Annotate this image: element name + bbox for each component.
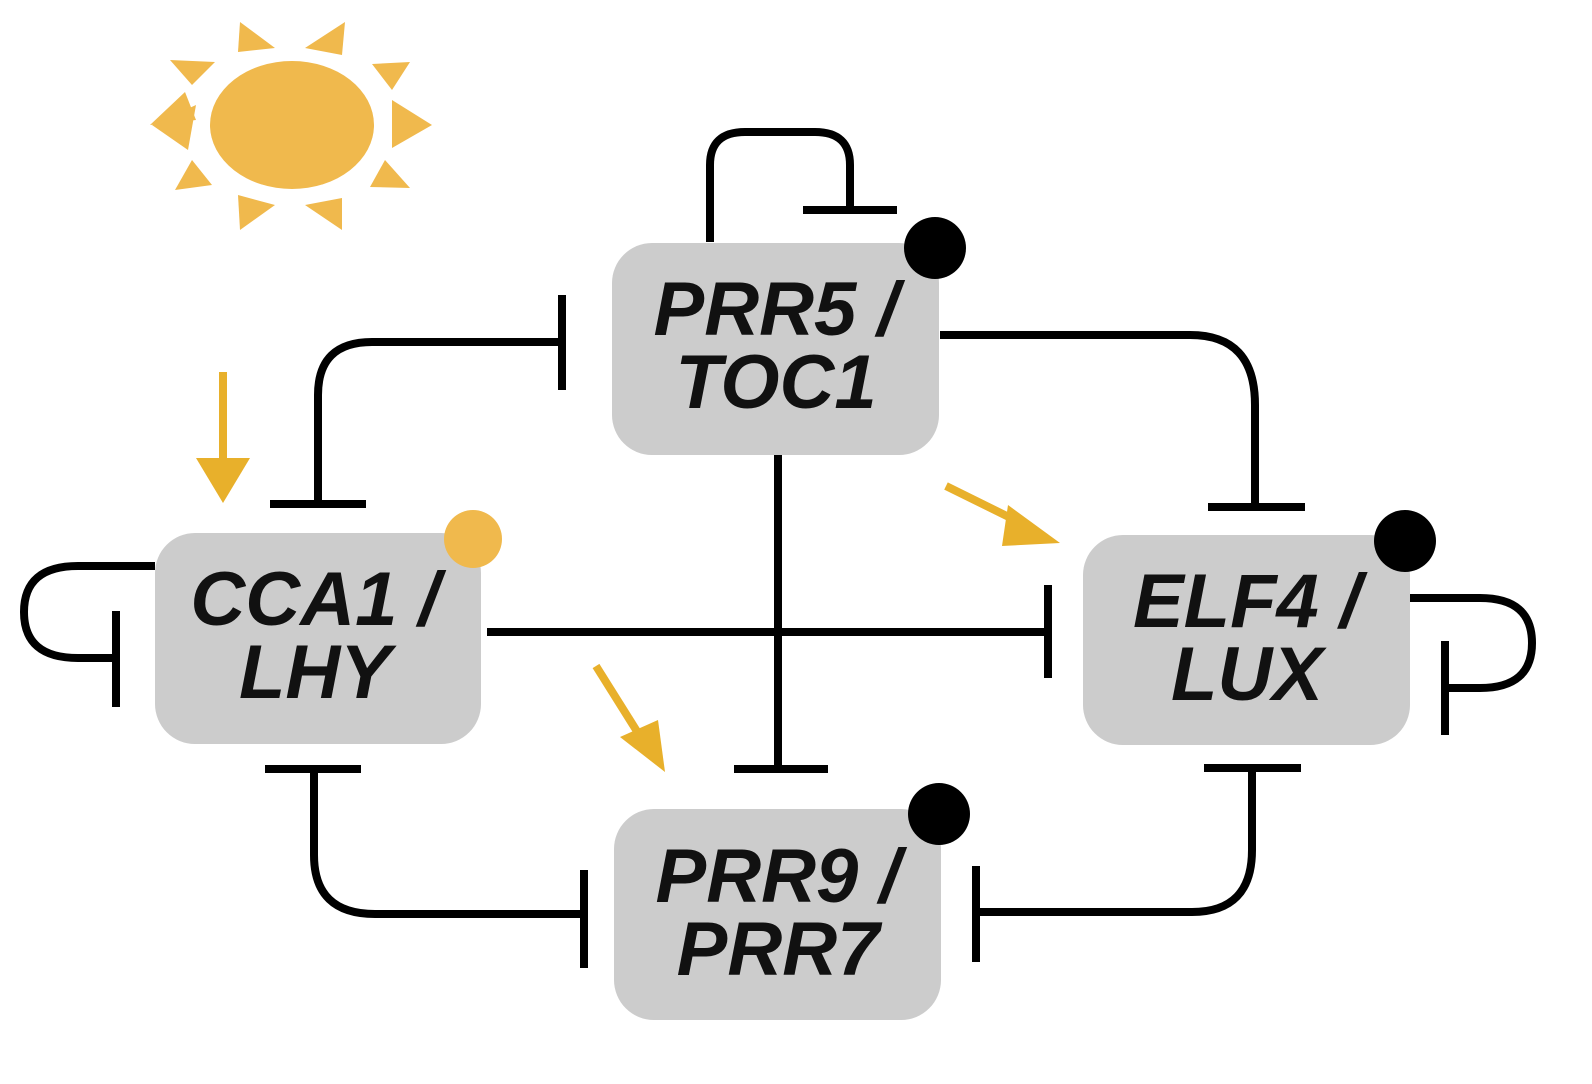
node-label-line1: PRR5 / [654,267,906,352]
node-prr5-toc1: PRR5 / TOC1 [612,217,966,455]
marker-dot [1374,510,1436,572]
edge-prr5-self-inhibition [706,128,854,242]
edge-prr9-to-cca1 [310,770,584,918]
light-arrow-to-cca1 [196,372,250,503]
light-inputs [196,372,1060,772]
light-arrow-to-elf4 [944,482,1060,546]
node-label-line2: PRR7 [677,907,883,992]
marker-dot [908,783,970,845]
edge-cca1-self-inhibition [20,562,155,662]
edge-elf4-to-prr9 [976,770,1256,916]
edge-prr5-to-elf4 [940,331,1259,505]
light-marker-dot [444,510,502,568]
edge-prr5-to-cca1 [314,338,565,502]
node-prr9-prr7: PRR9 / PRR7 [614,783,970,1020]
node-label-line1: ELF4 / [1133,559,1368,644]
sun-icon [150,22,432,230]
node-label-line2: LHY [239,630,397,715]
light-arrow-to-prr9 [592,663,665,772]
node-label-line1: PRR9 / [656,834,908,919]
node-elf4-lux: ELF4 / LUX [1083,510,1436,745]
node-label-line2: LUX [1171,632,1327,717]
node-cca1-lhy: CCA1 / LHY [155,510,502,744]
edge-elf4-self-inhibition [1410,594,1536,692]
node-label-line2: TOC1 [675,340,876,425]
node-label-line1: CCA1 / [190,557,446,642]
edges [20,128,1536,968]
marker-dot [904,217,966,279]
